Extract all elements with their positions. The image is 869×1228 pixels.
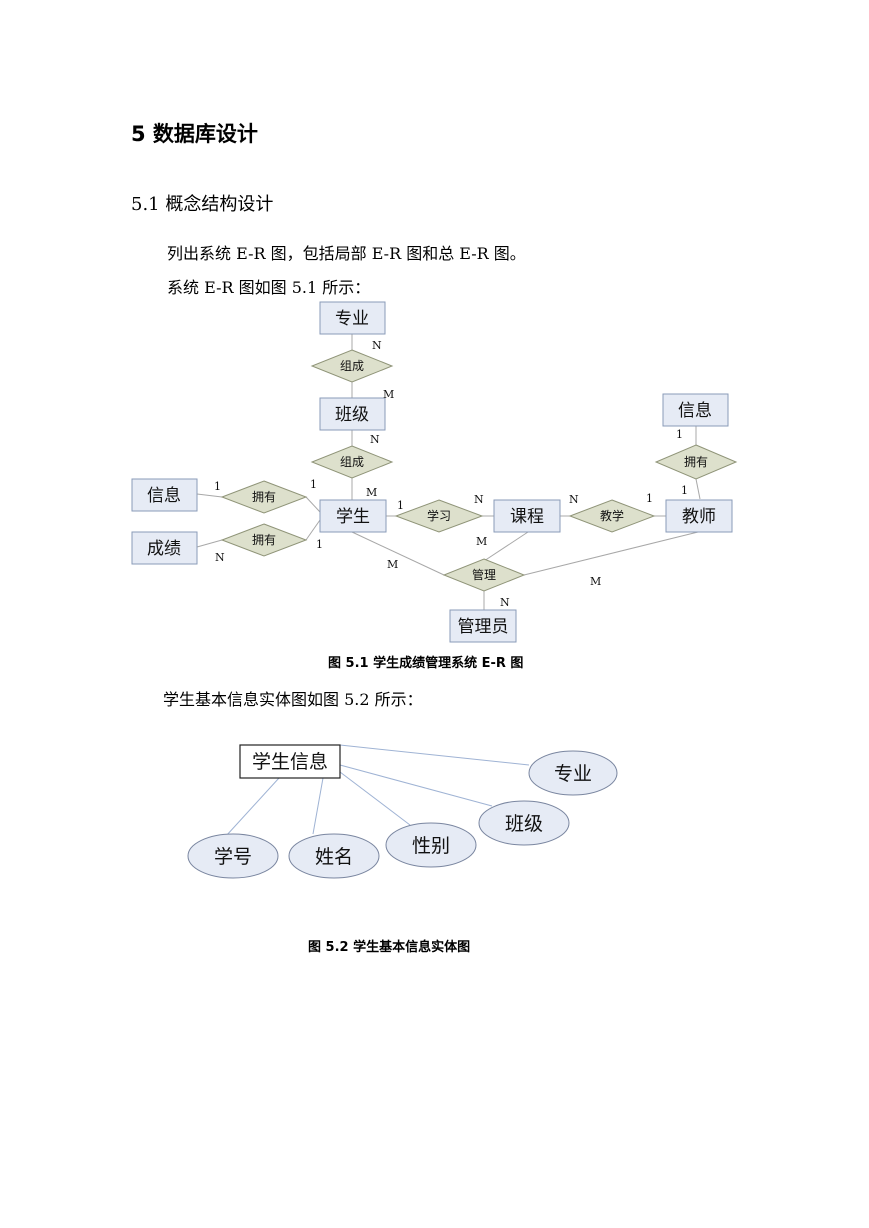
cardinality-labels: N M N M 1 1 N 1 1 N N 1 1 1 M M M N — [214, 339, 688, 609]
svg-text:性别: 性别 — [412, 835, 450, 857]
svg-text:N: N — [370, 433, 380, 446]
attribute-major: 专业 — [528, 750, 618, 796]
svg-text:拥有: 拥有 — [252, 533, 276, 547]
section-heading: 5.1 概念结构设计 — [131, 194, 274, 215]
svg-text:学习: 学习 — [427, 508, 451, 523]
entity-info-right: 信息 — [662, 393, 729, 427]
entity-major: 专业 — [319, 301, 386, 335]
svg-text:1: 1 — [646, 492, 653, 505]
er-connectors — [196, 334, 701, 610]
entity-admin: 管理员 — [449, 609, 517, 643]
relation-manage: 管理 — [442, 558, 526, 592]
svg-text:班级: 班级 — [505, 813, 543, 835]
entity-student: 学生 — [319, 499, 387, 533]
svg-text:N: N — [569, 493, 579, 506]
svg-text:M: M — [366, 486, 377, 499]
svg-text:学号: 学号 — [214, 846, 252, 868]
paragraph-fig1-ref: 系统 E-R 图如图 5.1 所示： — [167, 278, 371, 297]
svg-text:管理员: 管理员 — [458, 617, 509, 637]
svg-text:组成: 组成 — [340, 455, 364, 469]
svg-text:信息: 信息 — [147, 486, 181, 506]
svg-text:教师: 教师 — [682, 507, 716, 527]
entity-diagram-student-info: 学生信息 专业 班级 性别 姓名 学号 — [187, 744, 618, 879]
entity-class: 班级 — [319, 397, 386, 431]
relation-own-info: 拥有 — [220, 480, 308, 514]
svg-text:拥有: 拥有 — [252, 490, 276, 504]
svg-text:专业: 专业 — [335, 309, 369, 329]
attribute-id: 学号 — [187, 833, 279, 879]
svg-text:专业: 专业 — [554, 763, 592, 785]
relation-teach: 教学 — [568, 499, 656, 533]
svg-text:姓名: 姓名 — [315, 846, 353, 868]
svg-text:教学: 教学 — [600, 508, 624, 523]
entity-teacher: 教师 — [665, 499, 733, 533]
svg-text:学生: 学生 — [336, 507, 370, 527]
svg-text:N: N — [215, 551, 225, 564]
svg-text:信息: 信息 — [678, 401, 712, 421]
attribute-class: 班级 — [478, 800, 570, 846]
relation-own-teacher: 拥有 — [654, 444, 738, 480]
figure-caption-5-1: 图 5.1 学生成绩管理系统 E-R 图 — [328, 656, 524, 671]
svg-text:管理: 管理 — [472, 567, 496, 582]
paragraph-fig2-ref: 学生基本信息实体图如图 5.2 所示： — [163, 690, 423, 709]
svg-text:M: M — [476, 535, 487, 548]
paragraph-er-intro: 列出系统 E-R 图，包括局部 E-R 图和总 E-R 图。 — [167, 244, 526, 263]
relation-own-grade: 拥有 — [220, 523, 308, 557]
entity-grade: 成绩 — [131, 531, 198, 565]
figure-caption-5-2: 图 5.2 学生基本信息实体图 — [308, 940, 471, 955]
entity-course: 课程 — [493, 499, 561, 533]
svg-text:学生信息: 学生信息 — [252, 751, 328, 773]
svg-text:N: N — [474, 493, 484, 506]
svg-text:N: N — [372, 339, 382, 352]
relation-compose-mid: 组成 — [310, 445, 394, 479]
attribute-gender: 性别 — [385, 822, 477, 868]
relation-study: 学习 — [394, 499, 484, 533]
relation-compose-top: 组成 — [310, 349, 394, 383]
svg-text:1: 1 — [676, 428, 683, 441]
svg-text:课程: 课程 — [510, 507, 544, 527]
svg-text:拥有: 拥有 — [684, 455, 708, 469]
svg-text:1: 1 — [214, 480, 221, 493]
svg-text:M: M — [387, 558, 398, 571]
svg-text:1: 1 — [316, 538, 323, 551]
svg-text:班级: 班级 — [335, 405, 369, 425]
svg-text:成绩: 成绩 — [147, 539, 181, 559]
svg-text:M: M — [383, 388, 394, 401]
svg-text:1: 1 — [397, 499, 404, 512]
svg-text:M: M — [590, 575, 601, 588]
chapter-heading: 5 数据库设计 — [131, 122, 258, 146]
entity-info-left: 信息 — [131, 478, 198, 512]
attribute-connectors — [225, 744, 530, 837]
svg-text:组成: 组成 — [340, 359, 364, 373]
svg-text:1: 1 — [310, 478, 317, 491]
svg-text:1: 1 — [681, 484, 688, 497]
attribute-name: 姓名 — [288, 833, 380, 879]
entity-student-info: 学生信息 — [239, 744, 341, 779]
svg-text:N: N — [500, 596, 510, 609]
